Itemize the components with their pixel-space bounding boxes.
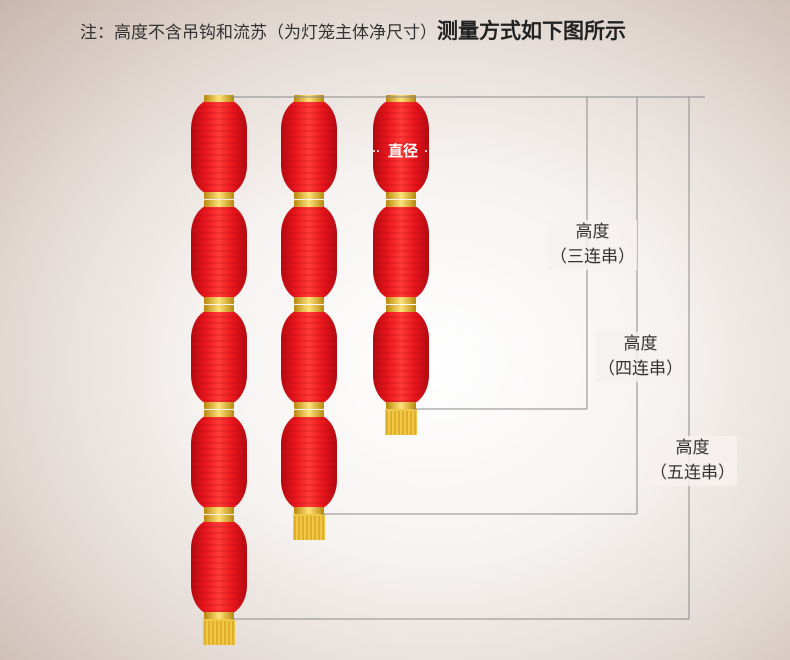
lantern: [281, 410, 337, 514]
height-title: 高度: [675, 438, 710, 458]
lantern-string: [373, 95, 429, 435]
lantern: [281, 95, 337, 199]
height-label-four: 高度 （四连串）: [596, 332, 685, 382]
tassel: [385, 409, 417, 435]
lantern-strings: [191, 95, 429, 645]
diameter-label: 直径: [387, 142, 418, 160]
height-label-three: 高度 （三连串）: [548, 220, 637, 270]
lantern-string: [191, 95, 247, 645]
note-text: 注：高度不含吊钩和流苏（为灯笼主体净尺寸）: [80, 23, 437, 43]
measurement-note: 注：高度不含吊钩和流苏（为灯笼主体净尺寸）测量方式如下图所示: [80, 16, 626, 46]
height-label-five: 高度 （五连串）: [648, 436, 737, 486]
height-subtitle: （四连串）: [598, 359, 683, 379]
measurement-lines: [231, 96, 705, 620]
lantern: [373, 95, 429, 199]
height-subtitle: （五连串）: [650, 463, 735, 483]
lantern: [191, 515, 247, 619]
tassel: [203, 619, 235, 645]
tassel: [293, 514, 325, 540]
lantern: [281, 200, 337, 304]
lantern: [281, 305, 337, 409]
lantern-string: [281, 95, 337, 540]
height-subtitle: （三连串）: [550, 247, 635, 267]
lantern: [191, 305, 247, 409]
lantern: [191, 410, 247, 514]
lantern: [373, 305, 429, 409]
note-emphasis: 测量方式如下图所示: [437, 19, 626, 43]
lantern: [373, 200, 429, 304]
lantern: [191, 200, 247, 304]
height-title: 高度: [575, 222, 610, 242]
lantern: [191, 95, 247, 199]
height-title: 高度: [623, 334, 658, 354]
